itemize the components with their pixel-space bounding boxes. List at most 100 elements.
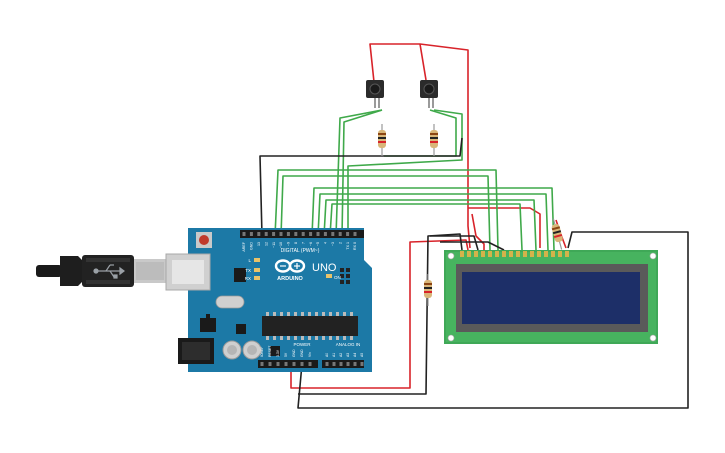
wire-green-button2b <box>384 109 457 157</box>
arduino-brand: ARDUINO <box>277 276 303 282</box>
power-pin-label: RESET <box>268 346 272 357</box>
wire-green-button2 <box>347 109 463 236</box>
wire-black-gnd-lcd-k <box>440 241 505 251</box>
digital-pin-hole[interactable] <box>316 232 320 236</box>
analog-pin-hole[interactable] <box>332 362 336 366</box>
analog-pin-hole[interactable] <box>360 362 364 366</box>
digital-pin-hole[interactable] <box>346 232 350 236</box>
resistor-lcd-backlight[interactable] <box>549 218 565 251</box>
digital-pin-hole[interactable] <box>353 232 357 236</box>
analog-pin-label: A0 <box>325 353 329 357</box>
digital-pin-hole[interactable] <box>272 232 276 236</box>
lcd-pin[interactable] <box>523 251 527 257</box>
lcd-pin[interactable] <box>488 251 492 257</box>
analog-pin-hole[interactable] <box>339 362 343 366</box>
lcd-pin[interactable] <box>467 251 471 257</box>
power-pin-hole[interactable] <box>268 362 272 366</box>
lcd-pin[interactable] <box>516 251 520 257</box>
lcd-pin[interactable] <box>509 251 513 257</box>
lcd-pin[interactable] <box>460 251 464 257</box>
digital-pin-label: 7 <box>301 242 305 244</box>
analog-pin-label: A3 <box>346 353 350 357</box>
wire-red-button-link <box>419 43 427 81</box>
digital-header <box>240 230 364 238</box>
resistor-2[interactable] <box>430 124 438 156</box>
wire-green-button1 <box>335 109 383 237</box>
resistor-1[interactable] <box>378 124 386 156</box>
power-pin-hole[interactable] <box>260 362 264 366</box>
digital-pin-hole[interactable] <box>338 232 342 236</box>
digital-pin-label: ~6 <box>309 242 313 246</box>
analog-header-label: ANALOG IN <box>336 342 361 347</box>
digital-pin-hole[interactable] <box>264 232 268 236</box>
analog-header <box>322 360 364 368</box>
power-header <box>258 360 318 368</box>
digital-pin-hole[interactable] <box>249 232 253 236</box>
resistor-lcd-contrast[interactable] <box>424 274 432 306</box>
push-button-1[interactable] <box>366 80 384 108</box>
tx-label: TX <box>245 268 251 273</box>
lcd-screen <box>462 272 640 324</box>
digital-pin-hole[interactable] <box>309 232 313 236</box>
push-button-2[interactable] <box>420 80 438 108</box>
power-pin-label: 5V <box>284 352 288 357</box>
digital-pin-hole[interactable] <box>331 232 335 236</box>
wire-black-gnd-lcd-rw <box>430 235 479 251</box>
analog-pin-hole[interactable] <box>353 362 357 366</box>
lcd-pin[interactable] <box>551 251 555 257</box>
power-header-label: POWER <box>293 342 311 347</box>
digital-pin-hole[interactable] <box>257 232 261 236</box>
digital-pin-label: 13 <box>257 242 261 246</box>
digital-pin-label: ~10 <box>279 242 283 248</box>
digital-pin-label: GND <box>250 242 254 250</box>
wire-black-gnd-loop <box>297 231 689 409</box>
lcd-pin[interactable] <box>565 251 569 257</box>
power-pin-hole[interactable] <box>276 362 280 366</box>
wire-black-gnd-top <box>259 137 463 237</box>
analog-pin-hole[interactable] <box>346 362 350 366</box>
analog-pin-label: A4 <box>353 353 357 357</box>
power-pin-hole[interactable] <box>284 362 288 366</box>
digital-pin-hole[interactable] <box>301 232 305 236</box>
digital-pin-label: RX 0 <box>353 242 357 250</box>
power-pin-hole[interactable] <box>308 362 312 366</box>
crystal-oscillator <box>215 295 245 309</box>
lcd-pin[interactable] <box>558 251 562 257</box>
lcd-pin[interactable] <box>530 251 534 257</box>
lcd-pin[interactable] <box>481 251 485 257</box>
lcd-pin[interactable] <box>537 251 541 257</box>
led-on <box>326 274 332 278</box>
lcd-16x2-display[interactable] <box>444 250 658 344</box>
lcd-pin-header <box>460 251 569 257</box>
digital-pin-label: AREF <box>242 241 246 251</box>
wire-red-lcd-a <box>471 213 485 250</box>
digital-pin-hole[interactable] <box>279 232 283 236</box>
usb-cable[interactable] <box>36 255 166 287</box>
rx-label: RX <box>245 276 251 281</box>
digital-pin-hole[interactable] <box>323 232 327 236</box>
reset-button[interactable] <box>196 232 212 248</box>
power-pin-hole[interactable] <box>292 362 296 366</box>
analog-pin-label: A1 <box>332 353 336 357</box>
digital-pin-label: ~3 <box>331 242 335 246</box>
power-pin-hole[interactable] <box>300 362 304 366</box>
digital-pin-label: 4 <box>324 242 328 244</box>
usb-icon <box>93 264 125 279</box>
digital-pin-hole[interactable] <box>286 232 290 236</box>
digital-pin-label: ~11 <box>272 242 276 248</box>
arduino-infinity-icon <box>274 259 306 273</box>
lcd-pin[interactable] <box>495 251 499 257</box>
digital-header-label: DIGITAL (PWM~) <box>281 248 320 254</box>
power-pin-label: 3.3V <box>276 349 280 357</box>
lcd-pin[interactable] <box>544 251 548 257</box>
wire-green-button1b <box>341 109 383 237</box>
lcd-mount-holes <box>447 252 657 342</box>
digital-pin-hole[interactable] <box>242 232 246 236</box>
digital-pin-hole[interactable] <box>294 232 298 236</box>
digital-pin-label: TX 1 <box>346 242 350 250</box>
lcd-pin[interactable] <box>502 251 506 257</box>
analog-pin-hole[interactable] <box>325 362 329 366</box>
lcd-pin[interactable] <box>474 251 478 257</box>
